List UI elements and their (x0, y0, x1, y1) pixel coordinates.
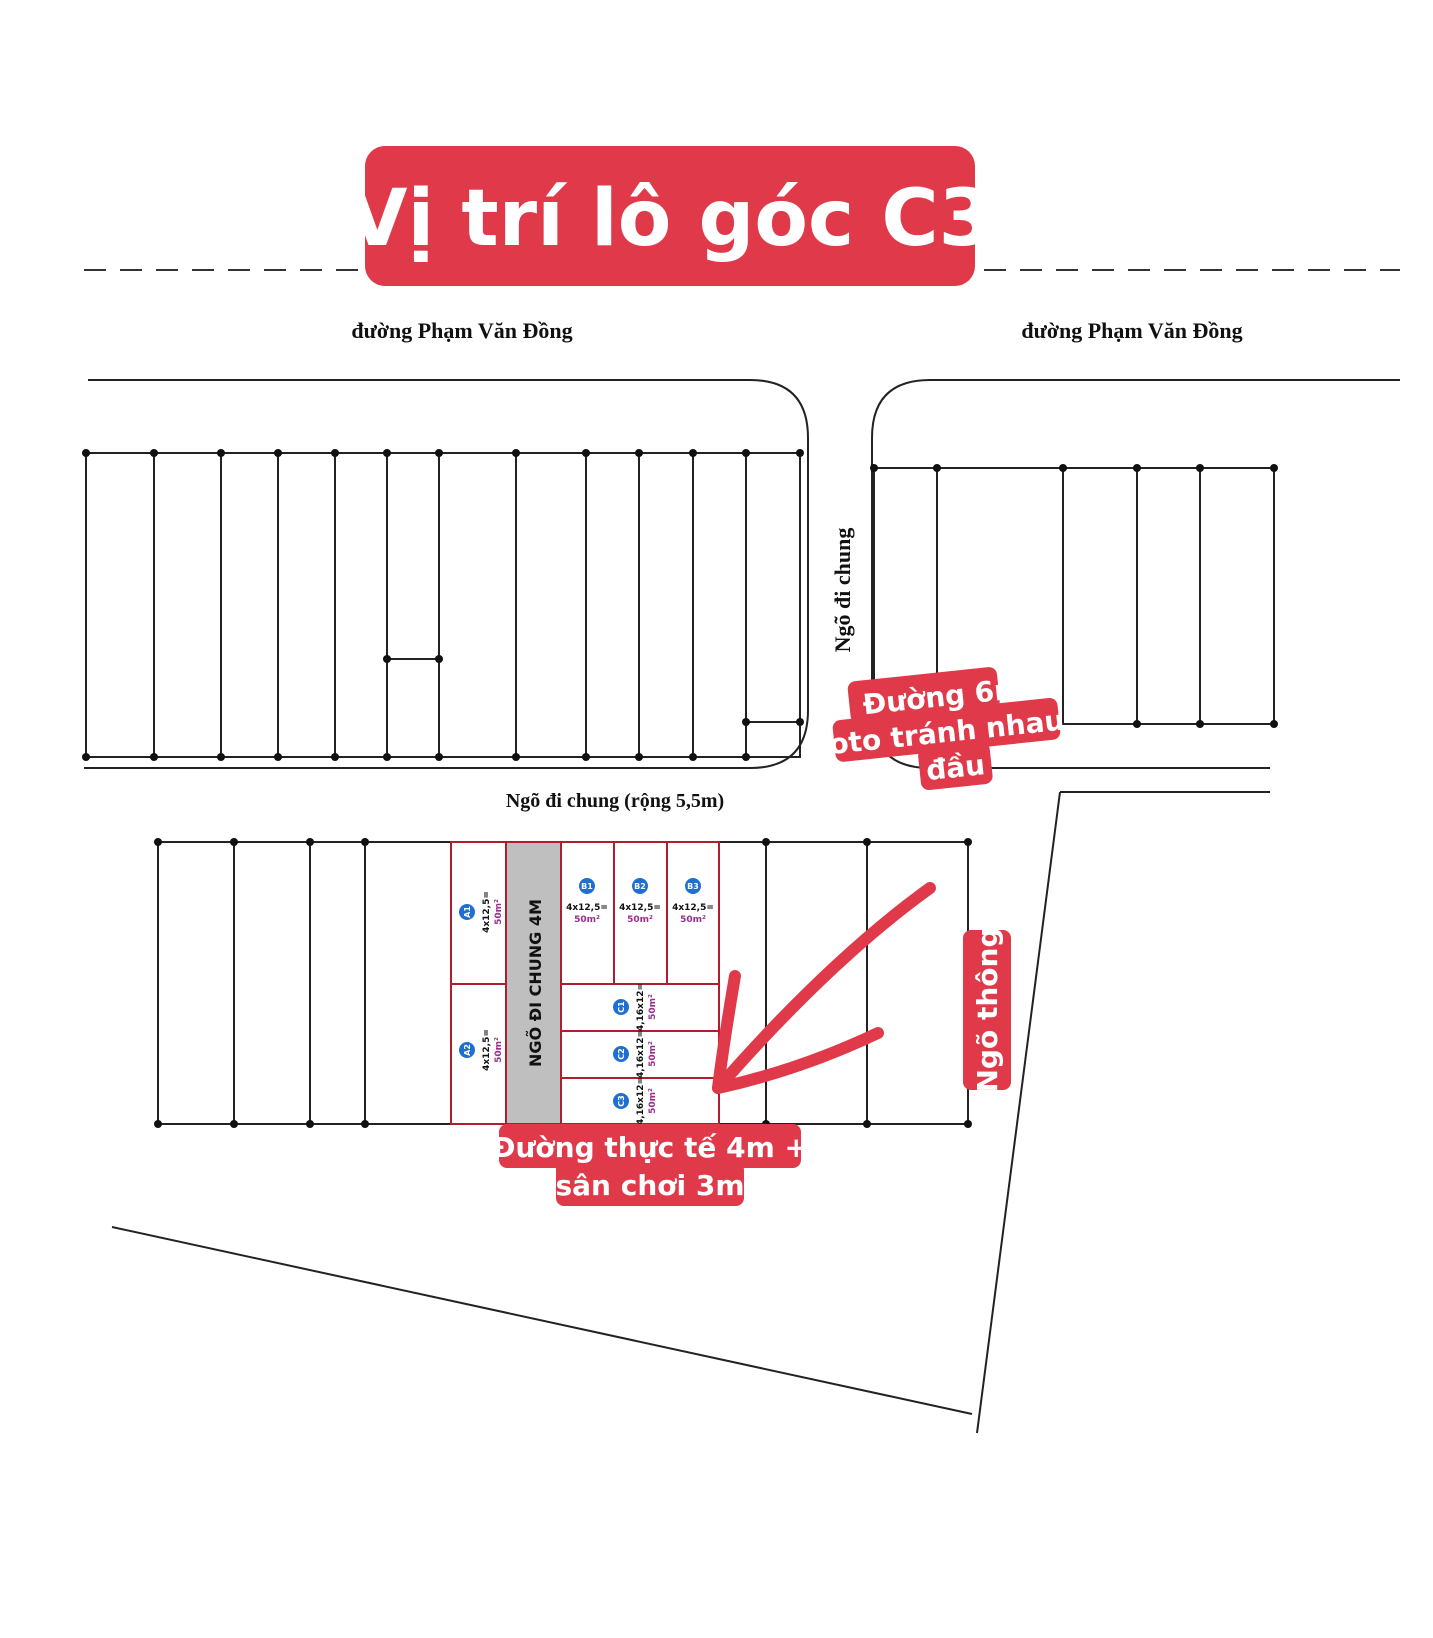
road-label-right: đường Phạm Văn Đồng (1021, 318, 1242, 343)
svg-text:A2: A2 (463, 1044, 472, 1056)
lot-C2: C2 4,16x12= 50m² (613, 1030, 658, 1078)
road-label-left: đường Phạm Văn Đồng (351, 318, 572, 343)
svg-text:4,16x12=: 4,16x12= (636, 983, 646, 1031)
lot-A1: A1 4x12,5= 50m² (459, 891, 504, 933)
callout-actual-road: Đường thực tế 4m + sân chơi 3m (492, 1124, 808, 1206)
svg-text:C1: C1 (617, 1001, 626, 1013)
svg-text:4,16x12=: 4,16x12= (636, 1030, 646, 1078)
inner-lane-4m: NGÕ ĐI CHUNG 4M (505, 841, 562, 1125)
left-block-lots (82, 449, 804, 761)
common-lane-label: Ngõ đi chung (rộng 5,5m) (506, 790, 724, 812)
lot-C3: C3 4,16x12= 50m² (613, 1077, 658, 1125)
svg-text:đầu: đầu (925, 748, 987, 787)
lot-C1: C1 4,16x12= 50m² (613, 983, 658, 1031)
svg-text:4x12,5=: 4x12,5= (482, 1029, 492, 1071)
left-block-road-edge (84, 379, 809, 769)
svg-text:4x12,5=: 4x12,5= (672, 903, 714, 913)
svg-text:A1: A1 (463, 906, 472, 918)
lot-B3: B3 4x12,5= 50m² (672, 878, 714, 925)
side-lane-label: Ngõ đi chung (830, 528, 855, 653)
svg-text:50m²: 50m² (648, 1088, 658, 1114)
svg-text:Ngõ thông: Ngõ thông (971, 928, 1004, 1093)
svg-text:50m²: 50m² (648, 1041, 658, 1067)
callout-through-lane: Ngõ thông (963, 928, 1011, 1093)
svg-text:C3: C3 (617, 1095, 626, 1106)
svg-text:50m²: 50m² (574, 915, 600, 925)
svg-text:4x12,5=: 4x12,5= (482, 891, 492, 933)
page-title: Vị trí lô góc C3 (347, 174, 993, 264)
callout-road-6m: Đường 6m oto tránh nhau đầu (828, 667, 1066, 790)
svg-text:50m²: 50m² (494, 899, 504, 925)
svg-text:50m²: 50m² (648, 994, 658, 1020)
svg-text:50m²: 50m² (627, 915, 653, 925)
svg-text:B2: B2 (634, 882, 646, 891)
svg-text:50m²: 50m² (680, 915, 706, 925)
lot-B1: B1 4x12,5= 50m² (566, 878, 608, 925)
right-block-road-edge (871, 379, 1400, 769)
svg-text:B1: B1 (581, 882, 593, 891)
title-banner: Vị trí lô góc C3 (347, 146, 993, 286)
svg-text:4x12,5=: 4x12,5= (566, 903, 608, 913)
svg-text:sân chơi 3m: sân chơi 3m (555, 1169, 744, 1202)
inner-lane-label: NGÕ ĐI CHUNG 4M (526, 899, 545, 1067)
svg-text:4x12,5=: 4x12,5= (619, 903, 661, 913)
site-boundary-lines (111, 791, 1270, 1434)
svg-text:50m²: 50m² (494, 1037, 504, 1063)
svg-text:Đường thực tế 4m +: Đường thực tế 4m + (492, 1131, 808, 1164)
lot-B2: B2 4x12,5= 50m² (619, 878, 661, 925)
lot-A2: A2 4x12,5= 50m² (459, 1029, 504, 1071)
svg-text:B3: B3 (687, 882, 699, 891)
arrow-icon (712, 882, 936, 1094)
svg-text:4,16x12=: 4,16x12= (636, 1077, 646, 1125)
svg-text:C2: C2 (617, 1048, 626, 1059)
